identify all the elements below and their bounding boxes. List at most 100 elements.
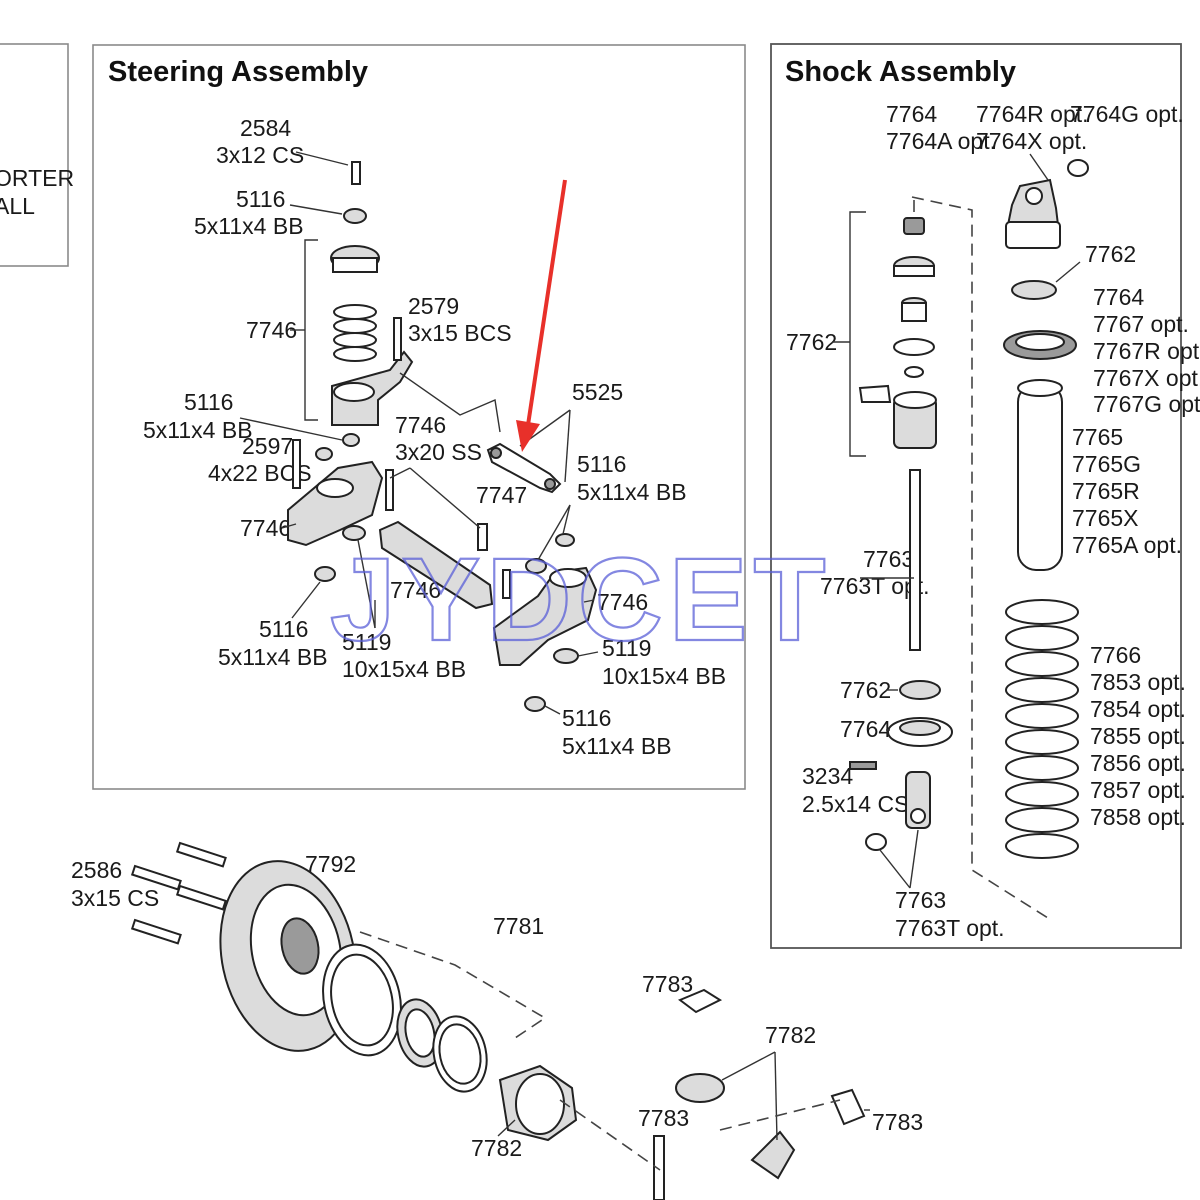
bellcrank-left-bore — [316, 478, 354, 498]
leader-3x20-a — [389, 467, 411, 479]
label-7765: 7765 — [1072, 424, 1123, 450]
differential-parts — [130, 841, 870, 1200]
leader-5116-bottom-left — [291, 581, 321, 619]
label-7853: 7853 opt. — [1090, 669, 1186, 695]
label-7858: 7858 opt. — [1090, 804, 1186, 830]
cartridge-top — [893, 391, 937, 409]
label-5525: 5525 — [572, 379, 623, 405]
label-7782-right: 7782 — [765, 1022, 816, 1048]
drag-link-7747 — [486, 442, 562, 494]
label-10x15x4-left: 10x15x4 BB — [342, 656, 466, 682]
bellcrank-upper-bore — [333, 382, 375, 402]
label-7855: 7855 opt. — [1090, 723, 1186, 749]
red-arrow-head — [516, 420, 540, 452]
leader-7782-right-a — [774, 1051, 778, 1141]
label-7767: 7767 opt. — [1093, 311, 1189, 337]
label-5116-left: 5116 — [184, 389, 233, 415]
upper-cap — [1005, 221, 1061, 249]
label-5116-top: 5116 — [236, 186, 285, 212]
label-7764-lower: 7764 — [840, 716, 891, 742]
label-7746-a: 7746 — [246, 317, 297, 343]
leader-5116-bottom — [544, 705, 561, 715]
label-5116-right: 5116 — [577, 451, 626, 477]
label-7763-shaft: 7763 — [863, 546, 914, 572]
spacer-7762 — [1011, 280, 1057, 300]
label-3234: 3234 — [802, 763, 853, 789]
e-clip — [858, 384, 892, 403]
bearing-5116-bottom — [524, 696, 546, 712]
label-7767g: 7767G opt. — [1093, 391, 1200, 417]
drag-link-hole-b — [544, 478, 556, 490]
lower-cap-inner — [899, 720, 941, 736]
leader-5116-right-b — [562, 504, 571, 535]
leader-5116-left — [239, 417, 343, 441]
washer-ring-inner — [438, 1023, 482, 1085]
label-7762-bracket: 7762 — [786, 329, 837, 355]
label-7854: 7854 opt. — [1090, 696, 1186, 722]
label-3x20-ss: 3x20 SS — [395, 439, 482, 465]
steering-title: Steering Assembly — [108, 56, 368, 88]
label-7746-e: 7746 — [597, 589, 648, 615]
shock-panel — [770, 43, 1182, 949]
screw-2579 — [393, 317, 402, 361]
label-7857: 7857 opt. — [1090, 777, 1186, 803]
label-7766: 7766 — [1090, 642, 1141, 668]
label-7746-b: 7746 — [395, 412, 446, 438]
label-5x11x4-bottom: 5x11x4 BB — [562, 733, 672, 759]
label-7781: 7781 — [493, 913, 544, 939]
screw-right — [502, 569, 511, 599]
label-7764r: 7764R opt. — [976, 101, 1089, 127]
label-5x11x4-top: 5x11x4 BB — [194, 213, 304, 239]
left-partial-panel — [0, 43, 69, 267]
leader-7782-right-b — [721, 1051, 776, 1081]
red-arrow-shaft — [526, 179, 567, 426]
bellcrank-right-bore — [549, 568, 587, 588]
servo-saver-spring — [333, 304, 377, 362]
screws-2586 — [130, 841, 227, 945]
screw-2597 — [292, 439, 301, 489]
screw-3x20-left — [385, 469, 394, 511]
leader-7782-left — [497, 1119, 516, 1137]
bushing-body — [901, 302, 927, 322]
label-5x11x4-right: 5x11x4 BB — [577, 479, 687, 505]
bearing-center-right — [525, 558, 547, 574]
piston-body — [893, 265, 935, 277]
label-7783-top: 7783 — [642, 971, 693, 997]
leader-2584 — [295, 151, 349, 166]
ring-gear-hub — [280, 917, 320, 975]
steering-labels: 2584 3x12 CS 5116 5x11x4 BB 7746 2579 3x… — [143, 115, 726, 759]
label-7856: 7856 opt. — [1090, 750, 1186, 776]
screw-3234 — [849, 761, 877, 770]
spider-gear-top — [675, 1073, 725, 1103]
diff-case-face — [515, 1073, 565, 1135]
bracket-7746 — [304, 239, 318, 421]
o-ring-small — [904, 366, 924, 378]
label-3x12-cs: 3x12 CS — [216, 142, 304, 168]
label-7765x: 7765X — [1072, 505, 1139, 531]
upper-cap-hole — [1025, 187, 1043, 205]
leader-5116-top — [289, 204, 343, 215]
bearing-5119-left — [342, 525, 366, 541]
label-7792: 7792 — [305, 851, 356, 877]
label-7764g: 7764G opt. — [1070, 101, 1184, 127]
gasket-inner — [330, 953, 394, 1047]
upper-bushing — [1067, 159, 1089, 177]
leader-5525-b — [564, 409, 571, 483]
threaded-collar-inner — [1015, 333, 1065, 351]
assembly-guide-pin — [559, 1099, 661, 1171]
leader-7763-end-b — [909, 829, 919, 889]
bearing-small-left — [315, 447, 333, 461]
label-7767r: 7767R opt. — [1093, 338, 1200, 364]
bearing-5116-left — [342, 433, 360, 447]
leader-5119-right — [577, 651, 599, 657]
label-7767x: 7767X opt. — [1093, 365, 1200, 391]
label-5119-right: 5119 — [602, 635, 651, 661]
shock-shaft — [909, 469, 921, 651]
label-5116-bottom-left: 5116 — [259, 616, 308, 642]
red-arrow — [516, 179, 567, 452]
bevel-gear-bottom — [750, 1130, 796, 1180]
label-7765r: 7765R — [1072, 478, 1140, 504]
cross-pin — [653, 1135, 665, 1200]
steering-panel — [92, 44, 746, 790]
